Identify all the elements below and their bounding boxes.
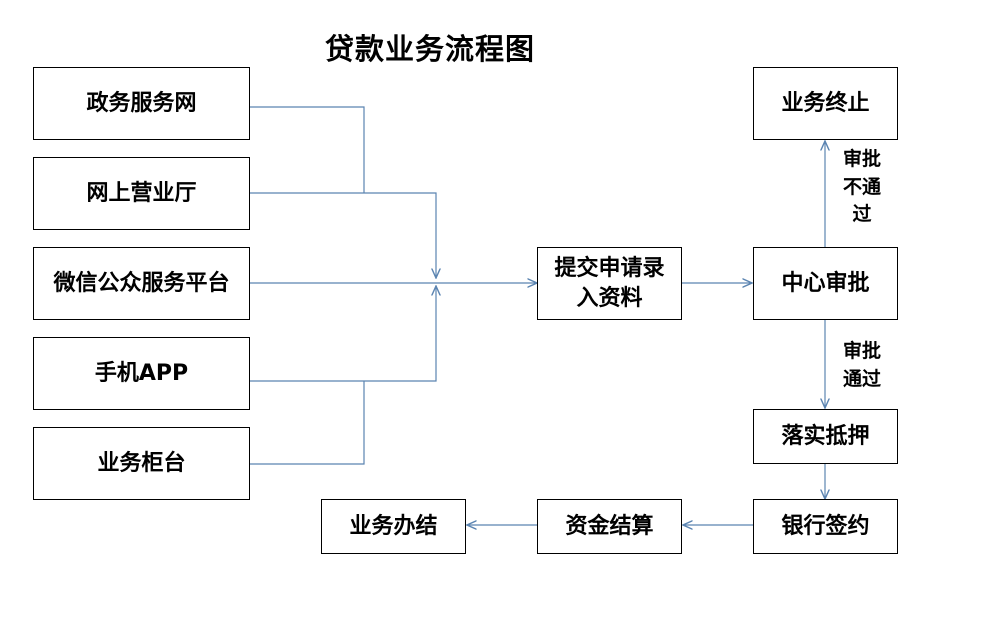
step-center-review-label: 中心审批 bbox=[781, 270, 870, 296]
step-submit-line2: 入资料 bbox=[576, 285, 643, 311]
connector-online-hall bbox=[250, 192, 436, 278]
step-bank-sign-label: 银行签约 bbox=[781, 513, 870, 539]
channel-gov-portal-label: 政务服务网 bbox=[86, 90, 197, 116]
channel-counter: 业务柜台 bbox=[33, 427, 250, 500]
step-bank-sign: 银行签约 bbox=[753, 499, 898, 554]
edge-label-rejected: 审批 不通 过 bbox=[842, 148, 881, 226]
step-submit-line1: 提交申请录 bbox=[554, 255, 665, 281]
step-mortgage: 落实抵押 bbox=[753, 409, 898, 464]
channel-counter-label: 业务柜台 bbox=[97, 450, 186, 476]
step-terminate: 业务终止 bbox=[753, 67, 898, 140]
step-settlement-label: 资金结算 bbox=[565, 513, 654, 539]
step-center-review: 中心审批 bbox=[753, 247, 898, 320]
channel-online-hall-label: 网上营业厅 bbox=[86, 180, 197, 206]
step-complete-label: 业务办结 bbox=[349, 513, 438, 539]
connector-gov-portal bbox=[250, 106, 365, 193]
step-mortgage-label: 落实抵押 bbox=[781, 423, 870, 449]
step-settlement: 资金结算 bbox=[537, 499, 682, 554]
step-submit-application: 提交申请录 入资料 bbox=[537, 247, 682, 320]
step-terminate-label: 业务终止 bbox=[781, 90, 870, 116]
connector-counter bbox=[250, 381, 365, 465]
connector-mobile-app bbox=[250, 286, 436, 382]
channel-wechat: 微信公众服务平台 bbox=[33, 247, 250, 320]
channel-mobile-app: 手机APP bbox=[33, 337, 250, 410]
channel-wechat-label: 微信公众服务平台 bbox=[53, 270, 230, 296]
channel-online-hall: 网上营业厅 bbox=[33, 157, 250, 230]
channel-mobile-app-label: 手机APP bbox=[94, 360, 189, 386]
channel-gov-portal: 政务服务网 bbox=[33, 67, 250, 140]
step-complete: 业务办结 bbox=[321, 499, 466, 554]
edge-label-approved: 审批 通过 bbox=[842, 340, 881, 390]
diagram-title: 贷款业务流程图 bbox=[324, 32, 535, 66]
